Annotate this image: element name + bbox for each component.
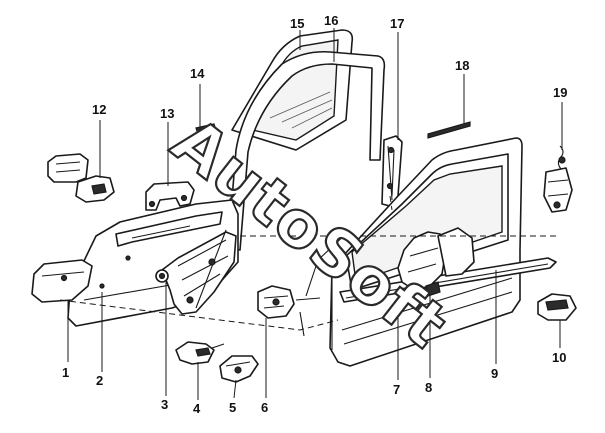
callout-12: 12 xyxy=(92,102,106,117)
callout-labels: 1 2 3 4 5 6 7 8 9 10 12 13 14 15 16 17 1… xyxy=(62,13,567,416)
align-line-c xyxy=(389,195,393,211)
callout-19: 19 xyxy=(553,85,567,100)
callout-2: 2 xyxy=(96,373,103,388)
outside-door-handle xyxy=(537,293,577,321)
door-moulding xyxy=(339,257,557,303)
callout-13: 13 xyxy=(160,106,174,121)
callout-10: 10 xyxy=(552,350,566,365)
armrest-bracket xyxy=(145,181,195,211)
callout-4: 4 xyxy=(193,401,201,416)
callout-17: 17 xyxy=(390,16,404,31)
callout-15: 15 xyxy=(290,16,304,31)
callout-9: 9 xyxy=(491,366,498,381)
weatherstrip-strip xyxy=(427,121,471,139)
leader-lines xyxy=(67,28,563,400)
callout-3: 3 xyxy=(161,397,168,412)
outside-mirror xyxy=(397,227,475,297)
callout-1: 1 xyxy=(62,365,69,380)
part-14-rod xyxy=(195,123,217,135)
callout-6: 6 xyxy=(261,400,268,415)
align-line-a xyxy=(59,299,339,331)
door-lock-clip xyxy=(175,341,225,365)
callout-16: 16 xyxy=(324,13,338,28)
callout-8: 8 xyxy=(425,380,432,395)
armrest xyxy=(31,259,93,303)
window-glass-frame xyxy=(227,29,386,251)
callout-5: 5 xyxy=(229,400,236,415)
inner-door-handle xyxy=(47,153,115,203)
door-check xyxy=(219,355,259,383)
callout-7: 7 xyxy=(393,382,400,397)
lock-rod-lower xyxy=(299,311,305,337)
door-latch xyxy=(257,285,321,319)
callout-14: 14 xyxy=(190,66,205,81)
callout-18: 18 xyxy=(455,58,469,73)
door-lock-actuator xyxy=(543,145,573,213)
window-regulator xyxy=(155,229,237,315)
lock-rod xyxy=(305,231,349,297)
